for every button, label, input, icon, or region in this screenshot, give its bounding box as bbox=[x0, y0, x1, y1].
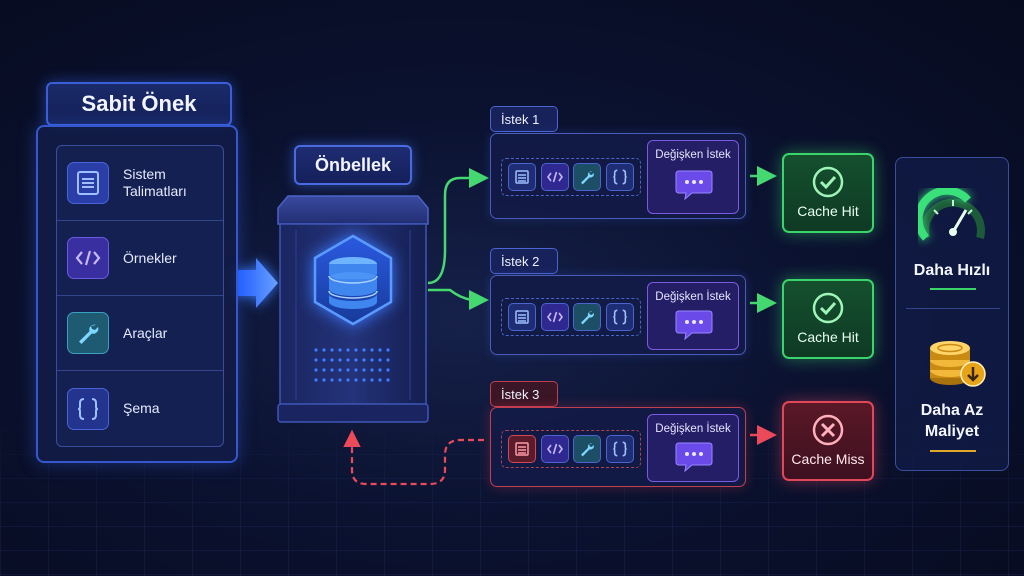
prefix-title: Sabit Önek bbox=[46, 82, 232, 126]
check-circle-icon bbox=[812, 292, 844, 324]
braces-icon bbox=[67, 387, 109, 430]
variable-request-box: Değişken İstek bbox=[647, 282, 739, 350]
prefix-list: Sistem Talimatları Örnekler Araçlar Şema bbox=[56, 145, 224, 447]
benefit-faster-label: Daha Hızlı bbox=[913, 262, 991, 279]
document-icon bbox=[508, 435, 537, 463]
result-cache-hit-1: Cache Hit bbox=[782, 153, 874, 233]
benefits-panel: Daha Hızlı Daha Az Maliyet bbox=[895, 157, 1009, 471]
prefix-to-cache-arrow bbox=[236, 258, 278, 308]
request3-tab: İstek 3 bbox=[490, 381, 558, 407]
x-circle-icon bbox=[812, 414, 844, 446]
request3-to-cache-line bbox=[343, 429, 484, 486]
prefix-panel: Sistem Talimatları Örnekler Araçlar Şema bbox=[36, 125, 238, 463]
prefix-item-label: Şema bbox=[123, 400, 160, 416]
prefix-item-label: Örnekler bbox=[123, 249, 177, 266]
code-icon bbox=[540, 303, 569, 331]
prefix-item-examples: Örnekler bbox=[57, 221, 223, 296]
benefit-cost-underline bbox=[930, 450, 976, 452]
prefix-item-label: Araçlar bbox=[123, 324, 168, 341]
prefix-item-tools: Araçlar bbox=[57, 296, 223, 371]
cache-to-request1-line bbox=[427, 168, 489, 285]
variable-request-box: Değişken İstek bbox=[647, 414, 739, 482]
code-icon bbox=[67, 237, 109, 279]
cache-to-request2-line bbox=[428, 288, 489, 310]
result-label: Cache Miss bbox=[791, 451, 865, 467]
cached-prefix-strip bbox=[501, 430, 641, 468]
braces-icon bbox=[605, 303, 634, 331]
variable-request-label: Değişken İstek bbox=[655, 291, 731, 303]
cache-server-icon bbox=[277, 195, 429, 423]
chat-bubble-icon bbox=[675, 170, 713, 201]
request1-card: Değişken İstek bbox=[490, 133, 746, 219]
chat-bubble-icon bbox=[675, 310, 713, 341]
prefix-item-system: Sistem Talimatları bbox=[57, 146, 223, 221]
result-label: Cache Hit bbox=[797, 329, 859, 345]
result-cache-miss: Cache Miss bbox=[782, 401, 874, 481]
code-icon bbox=[540, 163, 569, 191]
document-icon bbox=[67, 162, 109, 204]
document-icon bbox=[508, 303, 537, 331]
request3-card: Değişken İstek bbox=[490, 407, 746, 487]
request2-tab: İstek 2 bbox=[490, 248, 558, 274]
prefix-item-label: Sistem Talimatları bbox=[123, 166, 187, 199]
request1-tab: İstek 1 bbox=[490, 106, 558, 132]
variable-request-box: Değişken İstek bbox=[647, 140, 739, 214]
variable-request-label: Değişken İstek bbox=[655, 423, 731, 435]
result-label: Cache Hit bbox=[797, 203, 859, 219]
result-cache-hit-2: Cache Hit bbox=[782, 279, 874, 359]
wrench-icon bbox=[573, 163, 602, 191]
variable-request-label: Değişken İstek bbox=[655, 149, 731, 161]
check-circle-icon bbox=[812, 166, 844, 198]
chat-bubble-icon bbox=[675, 442, 713, 473]
coins-icon bbox=[930, 341, 986, 387]
benefits-divider bbox=[906, 308, 1000, 309]
wrench-icon bbox=[573, 303, 602, 331]
cached-prefix-strip bbox=[501, 298, 641, 336]
cache-title: Önbellek bbox=[294, 145, 412, 185]
braces-icon bbox=[605, 163, 634, 191]
wrench-icon bbox=[67, 312, 109, 354]
request2-card: Değişken İstek bbox=[490, 275, 746, 355]
wrench-icon bbox=[573, 435, 602, 463]
speedometer-icon bbox=[918, 188, 985, 241]
benefit-cost-label: Daha Az Maliyet bbox=[920, 402, 984, 440]
benefit-faster-underline bbox=[930, 288, 976, 290]
prefix-item-schema: Şema bbox=[57, 371, 223, 446]
braces-icon bbox=[605, 435, 634, 463]
cached-prefix-strip bbox=[501, 158, 641, 196]
code-icon bbox=[540, 435, 569, 463]
document-icon bbox=[508, 163, 537, 191]
